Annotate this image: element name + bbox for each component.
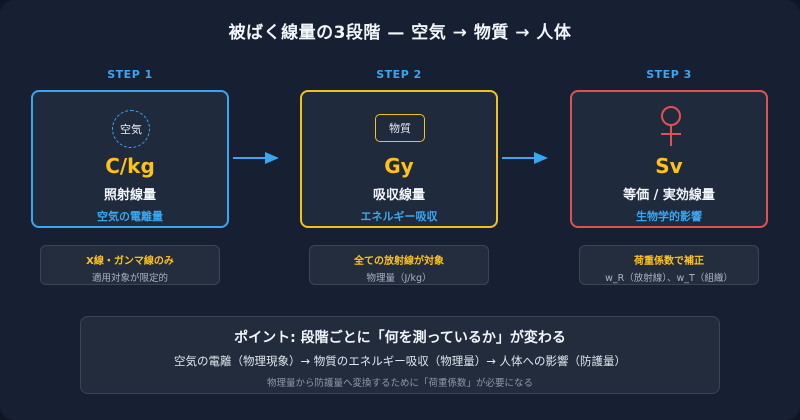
key-point-title: ポイント: 段階ごとに「何を測っているか」が変わる — [234, 330, 566, 346]
material-icon: 物質 — [375, 114, 425, 142]
step-3-card: Sv 等価 / 実効線量 生物学的影響 — [570, 90, 768, 228]
step-1-note-highlight: X線・ガンマ線のみ — [86, 256, 174, 267]
person-icon — [661, 106, 681, 146]
step-2-note: 全ての放射線が対象 物理量（J/kg） — [309, 245, 489, 285]
diagram-title: 被ばく線量の3段階 — 空気 → 物質 → 人体 — [228, 23, 572, 43]
step-1-desc: 空気の電離量 — [97, 210, 163, 223]
step-3-unit: Sv — [655, 154, 683, 178]
step-1-label: STEP 1 — [107, 68, 153, 81]
step-2-label: STEP 2 — [376, 68, 422, 81]
key-point-box: ポイント: 段階ごとに「何を測っているか」が変わる 空気の電離（物理現象）→ 物… — [80, 316, 720, 394]
step-2-desc: エネルギー吸収 — [360, 210, 438, 223]
arrow-step1-to-step2 — [231, 150, 281, 166]
step-2-unit: Gy — [384, 154, 414, 178]
step-2-card: 物質 Gy 吸収線量 エネルギー吸収 — [300, 90, 498, 228]
key-point-note: 物理量から防護量へ変換するために「荷重係数」が必要になる — [266, 378, 533, 389]
step-3-note: 荷重係数で補正 w_R（放射線）、w_T（組織） — [579, 245, 759, 285]
key-point-flow: 空気の電離（物理現象）→ 物質のエネルギー吸収（物理量）→ 人体への影響（防護量… — [173, 354, 627, 368]
air-icon: 空気 — [112, 110, 150, 148]
step-3-note-highlight: 荷重係数で補正 — [634, 256, 704, 267]
step-1-note: X線・ガンマ線のみ 適用対象が限定的 — [40, 245, 220, 285]
step-2-note-highlight: 全ての放射線が対象 — [354, 256, 444, 267]
step-3-label: STEP 3 — [646, 68, 692, 81]
step-1-unit: C/kg — [105, 154, 155, 178]
arrow-right-icon — [233, 152, 279, 164]
step-2-name: 吸収線量 — [372, 188, 425, 203]
step-1-note-sub: 適用対象が限定的 — [91, 273, 168, 284]
arrow-right-icon — [502, 152, 548, 164]
step-3-desc: 生物学的影響 — [636, 210, 702, 223]
step-1-card: 空気 C/kg 照射線量 空気の電離量 — [31, 90, 229, 228]
step-1-name: 照射線量 — [103, 188, 156, 203]
step-3-note-sub: w_R（放射線）、w_T（組織） — [605, 273, 733, 284]
step-3-name: 等価 / 実効線量 — [623, 188, 715, 203]
step-2-note-sub: 物理量（J/kg） — [366, 273, 432, 284]
arrow-step2-to-step3 — [500, 150, 550, 166]
